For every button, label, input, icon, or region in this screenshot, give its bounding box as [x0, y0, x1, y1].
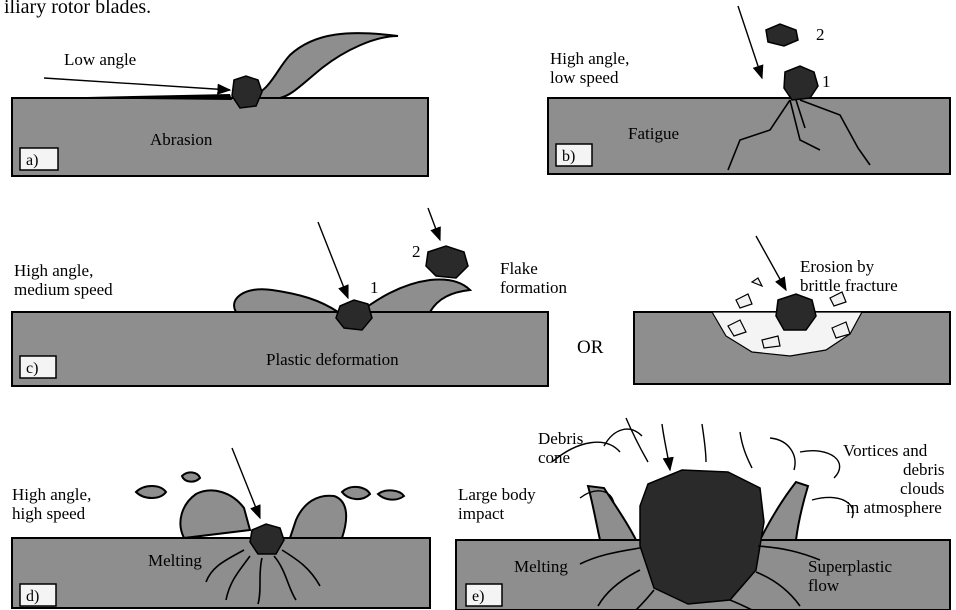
panel-c-marker-1: 1 — [370, 278, 379, 297]
panel-e-vortex-4 — [702, 424, 706, 462]
panel-e-label-large-body: Large body — [458, 485, 536, 504]
panel-b-marker-2: 2 — [816, 25, 825, 44]
panel-a-particle — [232, 76, 262, 108]
panel-b-label-line1: High angle, — [550, 49, 629, 68]
panel-e-label-clouds: clouds — [900, 479, 944, 498]
panel-c-marker-2: 2 — [412, 242, 421, 261]
panel-c-alt-chip-3 — [752, 278, 762, 286]
panel-b-substrate — [548, 98, 950, 174]
panel-b-tag: b) — [562, 148, 575, 165]
panel-b-inside-label: Fatigue — [628, 124, 679, 143]
panel-c-alt: Erosion by brittle fracture — [634, 236, 950, 384]
panel-e-label-atmosphere: in atmosphere — [846, 498, 942, 517]
panel-c-inside-label: Plastic deformation — [266, 350, 399, 369]
panel-e-label-debris-2: debris — [903, 460, 945, 479]
panel-a-ejected-chip — [248, 33, 398, 98]
panel-b-particle-1 — [784, 66, 818, 100]
panel-e-debris-cone-left — [588, 486, 636, 540]
panel-c-left-lip — [234, 289, 338, 312]
panel-c-label-line2: medium speed — [14, 280, 113, 299]
panel-e-vortex-7 — [800, 451, 840, 478]
or-connector: OR — [577, 337, 604, 358]
panel-c-label-line1: High angle, — [14, 261, 93, 280]
panel-d-right-splash — [290, 496, 346, 538]
panel-d-left-splash — [180, 490, 250, 538]
panel-d-droplet-3 — [342, 487, 370, 499]
panel-c-alt-label-line2: brittle fracture — [800, 276, 898, 295]
panel-e-impact-arrow — [662, 424, 670, 470]
panel-e-label-debris: Debris — [538, 429, 583, 448]
panel-b-particle-2 — [766, 24, 798, 46]
panel-e-label-cone: cone — [538, 448, 570, 467]
panel-a-label: Low angle — [64, 50, 136, 69]
panel-b: High angle, low speed 1 2 Fatigue b) — [548, 6, 950, 174]
panel-c-alt-particle — [776, 294, 816, 330]
panel-d-inside-label: Melting — [148, 551, 202, 570]
panel-a: Low angle Abrasion a) — [12, 33, 428, 176]
panel-d-substrate — [12, 538, 430, 608]
panel-e-vortex-2 — [604, 429, 642, 446]
panel-c-impact-arrow-2 — [428, 208, 440, 240]
panel-c-flake-line2: formation — [500, 278, 568, 297]
panel-e-vortex-3 — [626, 418, 648, 462]
panel-e-inside-flow: flow — [808, 576, 840, 595]
panel-d-label-line2: high speed — [12, 504, 86, 523]
panel-c-flake-line1: Flake — [500, 259, 538, 278]
panel-c-impact-arrow-1 — [318, 222, 348, 298]
panel-e-inside-melting: Melting — [514, 557, 568, 576]
panel-d-particle — [250, 524, 284, 554]
panel-c-particle-1 — [336, 300, 372, 330]
panel-c-particle-2 — [426, 246, 468, 278]
panel-e-tag: e) — [472, 588, 484, 605]
panel-b-label-line2: low speed — [550, 68, 619, 87]
panel-e-vortex-6 — [770, 438, 795, 470]
panel-c-alt-label-line1: Erosion by — [800, 257, 875, 276]
panel-e-debris-cone-right — [760, 482, 808, 540]
panel-e-vortex-5 — [740, 432, 752, 468]
panel-b-marker-1: 1 — [822, 72, 831, 91]
caption-fragment: iliary rotor blades. — [4, 0, 151, 18]
panel-e-label-vortices: Vortices and — [843, 441, 928, 460]
panel-c-substrate — [12, 312, 548, 386]
panel-d-tag: d) — [26, 588, 39, 605]
panel-e-label-impact: impact — [458, 504, 505, 523]
panel-a-inside-label: Abrasion — [150, 130, 213, 149]
panel-a-substrate — [12, 98, 428, 176]
panel-c: High angle, medium speed Flake formation… — [12, 208, 568, 386]
panel-b-impact-arrow — [738, 6, 762, 78]
panel-e: Debris cone Large body impact Vortices a… — [456, 418, 950, 610]
panel-a-tag: a) — [26, 152, 38, 169]
panel-a-impact-arrow — [44, 78, 230, 90]
panel-e-inside-superplastic: Superplastic — [808, 557, 892, 576]
panel-c-tag: c) — [26, 360, 38, 377]
panel-d-droplet-4 — [378, 490, 404, 499]
panel-c-alt-chip-1 — [736, 294, 752, 308]
panel-d-droplet-2 — [182, 472, 200, 481]
panel-d: High angle, high speed Melting d) — [12, 448, 430, 608]
panel-d-label-line1: High angle, — [12, 485, 91, 504]
panel-d-droplet-1 — [136, 486, 166, 498]
